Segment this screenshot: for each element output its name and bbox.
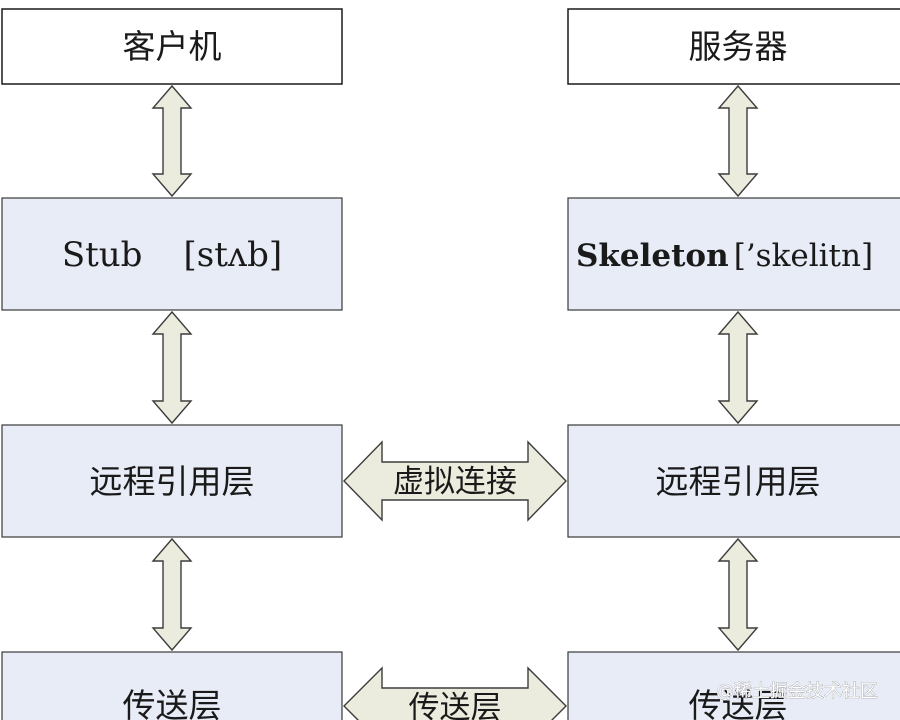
client-stub-remote-arrow <box>151 310 193 425</box>
stub-box <box>1 197 343 311</box>
skeleton-text: Skeleton [’skelitn] <box>576 238 873 274</box>
virtual-connection-label: 虚拟连接 <box>393 464 517 500</box>
transport-connection-arrow <box>343 666 567 720</box>
skeleton-phonetic: [’skelitn] <box>734 238 873 274</box>
virtual-connection-arrow <box>343 440 567 522</box>
server-box <box>567 8 900 85</box>
client-transport-box <box>1 651 343 720</box>
server-remote-ref-box <box>567 424 900 538</box>
client-transport-label: 传送层 <box>123 686 222 720</box>
stub-text: Stub [stʌb] <box>62 235 282 275</box>
server-transport-label: 传送层 <box>689 686 788 720</box>
transport-connection-label: 传送层 <box>409 690 502 720</box>
stub-label: Stub <box>62 235 143 275</box>
skeleton-label: Skeleton <box>576 238 729 274</box>
server-title: 服务器 <box>689 27 788 66</box>
client-title: 客户机 <box>123 27 222 66</box>
client-remote-transport-arrow <box>151 537 193 652</box>
client-remote-ref-label: 远程引用层 <box>90 462 255 501</box>
server-transport-box <box>567 651 900 720</box>
client-box <box>1 8 343 85</box>
server-title-skeleton-arrow <box>717 84 759 198</box>
server-remote-transport-arrow <box>717 537 759 652</box>
client-title-stub-arrow <box>151 84 193 198</box>
server-remote-ref-label: 远程引用层 <box>656 462 821 501</box>
client-remote-ref-box <box>1 424 343 538</box>
server-skeleton-remote-arrow <box>717 310 759 425</box>
watermark-text: @稀土掘金技术社区 <box>716 681 878 702</box>
stub-phonetic: [stʌb] <box>184 235 283 275</box>
skeleton-box <box>567 197 900 311</box>
